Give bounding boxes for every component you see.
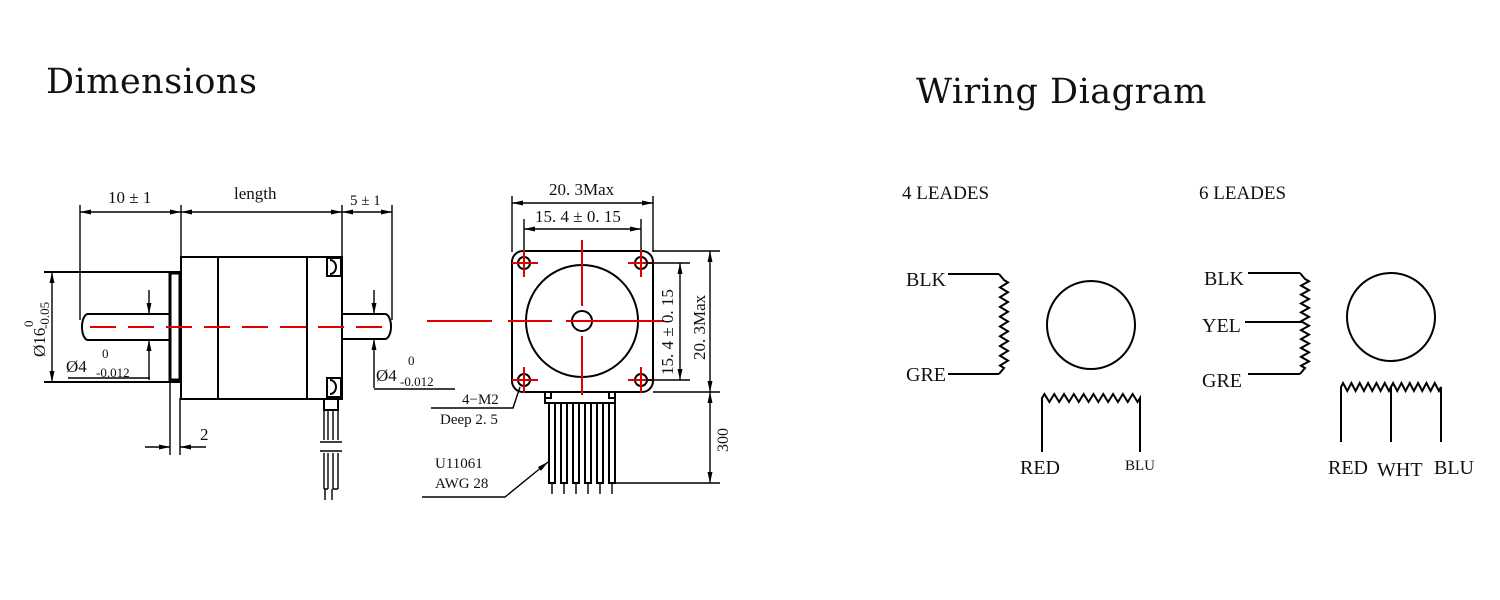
front-shaft-length-label: 10 ± 1 bbox=[108, 188, 151, 207]
six-leads-coil-a-lead-3: GRE bbox=[1202, 370, 1242, 392]
six-leads-coil-b-lead-2: WHT bbox=[1377, 459, 1423, 481]
flange-thickness-label: 2 bbox=[200, 425, 209, 444]
hole-spacing-h-label: 15. 4 ± 0. 15 bbox=[535, 207, 621, 226]
overall-width-label: 20. 3Max bbox=[549, 180, 615, 199]
lead-wire bbox=[548, 402, 556, 484]
wiring-diagram-title: Wiring Diagram bbox=[916, 72, 1207, 112]
wiring-4-leads: 4 LEADES BLK GRE RED BLU bbox=[902, 183, 1155, 479]
six-leads-coil-a-lead-2: YEL bbox=[1202, 315, 1241, 337]
svg-text:-0.05: -0.05 bbox=[37, 302, 52, 329]
side-lead-wires bbox=[320, 410, 342, 500]
six-leads-coil-b-lead-1: RED bbox=[1328, 457, 1368, 479]
rear-shaft-tol-lower: -0.012 bbox=[400, 374, 434, 389]
lead-connector bbox=[544, 392, 616, 404]
mount-hole-leader bbox=[431, 386, 521, 409]
lead-wire bbox=[572, 402, 580, 484]
rear-shaft-length-label: 5 ± 1 bbox=[350, 193, 381, 209]
four-leads-coil-a-lead-2: GRE bbox=[906, 364, 946, 386]
lead-wire bbox=[584, 402, 592, 484]
front-shaft bbox=[81, 313, 170, 341]
svg-text:Ø16: Ø16 bbox=[30, 328, 49, 357]
front-shaft-tol-upper: 0 bbox=[102, 346, 109, 361]
coil-b-leads bbox=[1041, 404, 1141, 452]
dimensions-title: Dimensions bbox=[46, 62, 258, 102]
rear-shaft-diameter-label: Ø4 bbox=[376, 366, 397, 385]
overall-height-label: 20. 3Max bbox=[690, 294, 709, 360]
wire-spec-line2: AWG 28 bbox=[435, 476, 488, 492]
side-view: 10 ± 1 length 5 ± 1 Ø16 0 -0.05 Ø4 0 -0.… bbox=[21, 184, 455, 500]
mount-hole-note-line1: 4−M2 bbox=[462, 392, 499, 408]
lead-wires bbox=[548, 402, 616, 494]
mount-hole-note-line2: Deep 2. 5 bbox=[440, 412, 498, 428]
mount-hole bbox=[512, 367, 538, 393]
rear-cap-bottom bbox=[326, 377, 342, 398]
coil-b-leads bbox=[1340, 386, 1442, 442]
lead-wire bbox=[596, 402, 604, 484]
rotor-circle bbox=[1046, 280, 1136, 370]
front-shaft-tol-lower: -0.012 bbox=[96, 365, 130, 380]
coil-b bbox=[1041, 392, 1141, 408]
svg-text:0: 0 bbox=[21, 321, 36, 328]
rotor-circle bbox=[1346, 272, 1436, 362]
body-length-label: length bbox=[234, 184, 277, 203]
coil-a bbox=[1298, 272, 1312, 375]
lead-wire bbox=[560, 402, 568, 484]
rear-shaft bbox=[342, 313, 392, 340]
six-leads-title: 6 LEADES bbox=[1199, 183, 1286, 204]
lead-wire bbox=[608, 402, 616, 484]
boss-diameter-label: Ø16 0 -0.05 bbox=[21, 302, 52, 357]
hole-spacing-v-label: 15. 4 ± 0. 15 bbox=[658, 289, 677, 375]
front-view: 20. 3Max 15. 4 ± 0. 15 15. 4 ± 0. 15 20.… bbox=[422, 180, 732, 498]
rear-cap-top bbox=[326, 257, 342, 277]
wiring-6-leads: 6 LEADES BLK YEL GRE RED WHT BLU bbox=[1199, 183, 1475, 481]
mount-hole bbox=[512, 250, 538, 277]
wire-spec-line1: U11061 bbox=[435, 456, 483, 472]
rear-shaft-tol-upper: 0 bbox=[408, 353, 415, 368]
front-shaft-diameter-label: Ø4 bbox=[66, 357, 87, 376]
lead-length-label: 300 bbox=[715, 428, 732, 452]
four-leads-coil-b-lead-2: BLU bbox=[1125, 458, 1155, 474]
six-leads-coil-b-lead-3: BLU bbox=[1434, 457, 1475, 479]
side-lead-exit bbox=[323, 398, 339, 411]
coil-a bbox=[998, 273, 1010, 375]
four-leads-coil-b-lead-1: RED bbox=[1020, 457, 1060, 479]
four-leads-coil-a-lead-1: BLK bbox=[906, 269, 947, 291]
wire-spec-leader bbox=[422, 461, 549, 498]
four-leads-title: 4 LEADES bbox=[902, 183, 989, 204]
six-leads-coil-a-lead-1: BLK bbox=[1204, 268, 1245, 290]
